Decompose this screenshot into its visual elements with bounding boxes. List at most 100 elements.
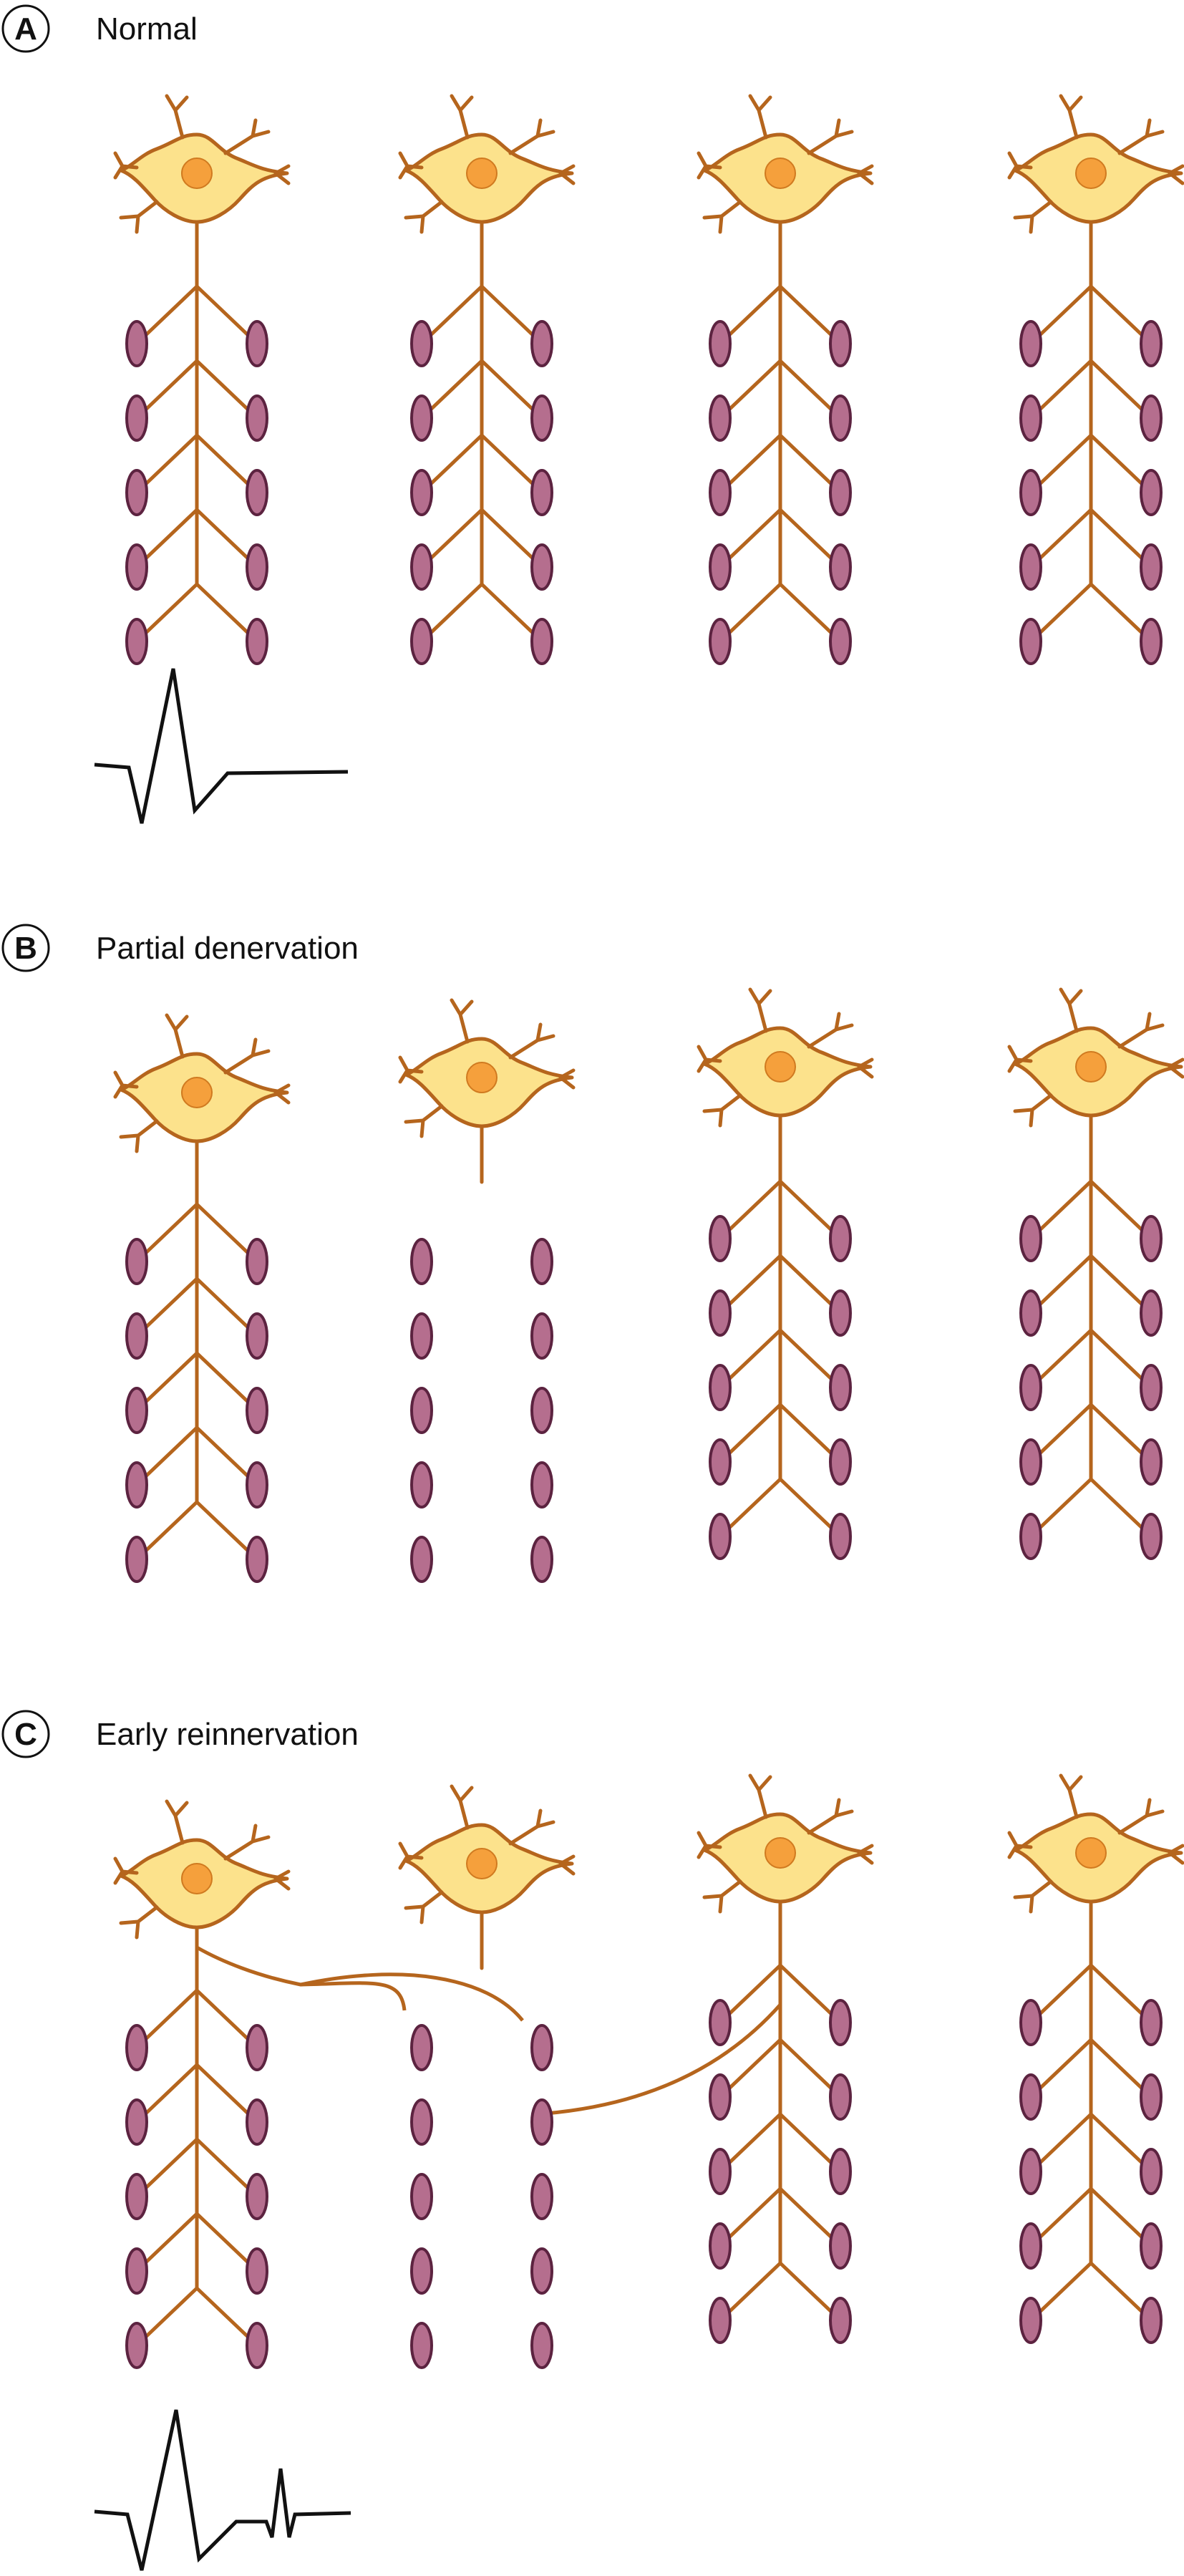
panel-a-title: Normal bbox=[96, 11, 198, 47]
muscle-fiber bbox=[1019, 543, 1042, 591]
motor-unit bbox=[1009, 1776, 1183, 2344]
motor-unit bbox=[400, 1000, 573, 1583]
muscle-fiber bbox=[246, 2173, 268, 2220]
muscle-fiber bbox=[125, 543, 148, 591]
muscle-fiber bbox=[530, 320, 553, 367]
muscle-fiber bbox=[1140, 2222, 1163, 2270]
muscle-fiber bbox=[1140, 2073, 1163, 2121]
motor-unit bbox=[115, 1015, 288, 1583]
muscle-fiber bbox=[410, 2322, 433, 2369]
muscle-fiber bbox=[125, 1312, 148, 1360]
muscle-fiber bbox=[246, 469, 268, 516]
muscle-fiber bbox=[410, 1461, 433, 1509]
muscle-fiber bbox=[1140, 2148, 1163, 2195]
muscle-fiber bbox=[530, 394, 553, 442]
muscle-fiber bbox=[530, 1536, 553, 1583]
muscle-fiber bbox=[1140, 469, 1163, 516]
muscle-fiber bbox=[246, 2098, 268, 2146]
panel-a: A Normal bbox=[1, 4, 1183, 824]
muscle-fiber bbox=[246, 320, 268, 367]
muscle-fiber bbox=[709, 1513, 732, 1560]
muscle-fiber bbox=[829, 1364, 852, 1411]
muscle-fiber bbox=[530, 1312, 553, 1360]
muscle-fiber bbox=[530, 1238, 553, 1285]
muscle-fiber bbox=[829, 1438, 852, 1486]
muscle-fiber bbox=[1019, 394, 1042, 442]
muscle-fiber bbox=[1140, 1999, 1163, 2046]
muscle-fiber bbox=[709, 1999, 732, 2046]
muscle-fiber bbox=[1019, 1215, 1042, 1262]
motor-unit bbox=[1009, 989, 1183, 1560]
muscle-fiber bbox=[1019, 1289, 1042, 1337]
muscle-fiber bbox=[1140, 2297, 1163, 2344]
muscle-fiber bbox=[829, 1215, 852, 1262]
muscle-fiber bbox=[530, 618, 553, 665]
muscle-fiber bbox=[125, 394, 148, 442]
muscle-fiber bbox=[709, 618, 732, 665]
neuron-cell-body bbox=[699, 1776, 872, 1912]
muscle-fiber bbox=[709, 469, 732, 516]
panel-c-collateral-sprouts bbox=[195, 1945, 782, 2116]
muscle-fiber bbox=[829, 543, 852, 591]
sprout-to-fiber-3 bbox=[545, 2003, 782, 2116]
motor-unit bbox=[1009, 96, 1183, 665]
muscle-fiber bbox=[1140, 320, 1163, 367]
muscle-fiber bbox=[530, 2247, 553, 2295]
muscle-fiber bbox=[410, 2173, 433, 2220]
motor-unit bbox=[699, 96, 872, 665]
muscle-fiber bbox=[1019, 2297, 1042, 2344]
muscle-fiber bbox=[410, 2247, 433, 2295]
muscle-fiber bbox=[829, 2148, 852, 2195]
neuron-cell-body bbox=[1009, 989, 1183, 1125]
neuron-cell-body bbox=[1009, 96, 1183, 232]
neuron-cell-body bbox=[400, 96, 573, 232]
muscle-fiber bbox=[410, 320, 433, 367]
muscle-fiber bbox=[246, 2024, 268, 2071]
muscle-fiber bbox=[410, 543, 433, 591]
muscle-fiber bbox=[410, 2098, 433, 2146]
muscle-fiber bbox=[1140, 543, 1163, 591]
neuron-cell-body bbox=[699, 96, 872, 232]
muscle-fiber bbox=[530, 2173, 553, 2220]
motor-unit bbox=[699, 1776, 872, 2344]
muscle-fiber bbox=[125, 1461, 148, 1509]
neuron-cell-body bbox=[115, 1801, 288, 1937]
muscle-fiber bbox=[829, 320, 852, 367]
muscle-fiber bbox=[1140, 1438, 1163, 1486]
neuron-cell-body bbox=[1009, 1776, 1183, 1912]
muscle-fiber bbox=[1140, 618, 1163, 665]
panel-a-motor-units bbox=[115, 96, 1183, 665]
muscle-fiber bbox=[530, 2098, 553, 2146]
muscle-fiber bbox=[410, 394, 433, 442]
muscle-fiber bbox=[410, 1536, 433, 1583]
muscle-fiber bbox=[125, 2173, 148, 2220]
muscle-fiber bbox=[125, 1387, 148, 1434]
muscle-fiber bbox=[246, 1461, 268, 1509]
muscle-fiber bbox=[709, 2297, 732, 2344]
muscle-fiber bbox=[1140, 1513, 1163, 1560]
muscle-fiber bbox=[1140, 1215, 1163, 1262]
muscle-fiber bbox=[1140, 394, 1163, 442]
muscle-fiber bbox=[246, 2322, 268, 2369]
muscle-fiber bbox=[1019, 1999, 1042, 2046]
muscle-fiber bbox=[125, 2322, 148, 2369]
muscle-fiber bbox=[410, 618, 433, 665]
neuron-cell-body bbox=[400, 1786, 573, 1922]
panel-b-motor-units bbox=[115, 989, 1183, 1583]
muscle-fiber bbox=[246, 1387, 268, 1434]
muscle-fiber bbox=[410, 1238, 433, 1285]
neuron-cell-body bbox=[115, 1015, 288, 1151]
muscle-fiber bbox=[246, 618, 268, 665]
muscle-fiber bbox=[125, 618, 148, 665]
muscle-fiber bbox=[125, 469, 148, 516]
muscle-fiber bbox=[829, 469, 852, 516]
muscle-fiber bbox=[709, 1364, 732, 1411]
muscle-fiber bbox=[410, 469, 433, 516]
muscle-fiber bbox=[829, 2222, 852, 2270]
muscle-fiber bbox=[709, 2148, 732, 2195]
muscle-fiber bbox=[1019, 618, 1042, 665]
muscle-fiber bbox=[246, 394, 268, 442]
muscle-fiber bbox=[1019, 1513, 1042, 1560]
muscle-fiber bbox=[829, 2297, 852, 2344]
